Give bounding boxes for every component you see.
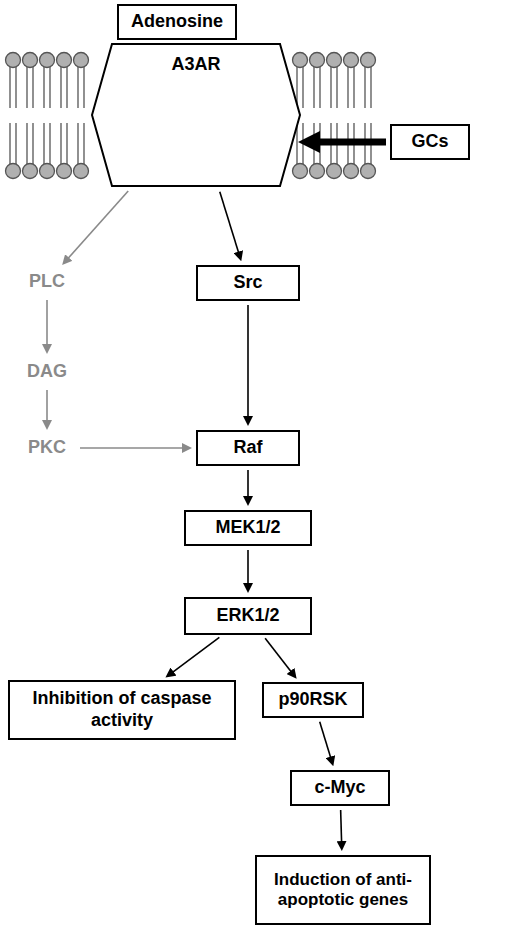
process-box: p90RSK	[262, 682, 364, 718]
lipid	[6, 123, 21, 179]
lipid	[361, 53, 376, 109]
lipid	[23, 123, 38, 179]
lipid	[74, 53, 89, 109]
lipid	[6, 53, 21, 109]
node-label: Src	[233, 272, 262, 294]
drug-box: GCs	[390, 124, 470, 160]
signal-arrow	[320, 722, 331, 759]
signal-arrow	[172, 637, 219, 672]
signal-arrow	[220, 192, 239, 254]
receptor-shape: A3AR	[90, 42, 302, 188]
pathway-text: DAG	[18, 358, 76, 386]
ligand-box: Adenosine	[117, 4, 237, 40]
node-label: PLC	[29, 271, 65, 293]
node-label: Adenosine	[131, 11, 223, 33]
signal-arrow	[80, 447, 184, 449]
node-label: GCs	[411, 131, 448, 153]
pathway-text: PLC	[18, 268, 76, 296]
outcome-box: Inhibition of caspase activity	[8, 680, 236, 740]
node-label: PKC	[28, 437, 66, 459]
lipid	[40, 53, 55, 109]
node-label: Induction of anti-apoptotic genes	[257, 870, 429, 911]
signal-arrow	[340, 810, 343, 843]
process-box: Src	[196, 265, 300, 301]
process-box: ERK1/2	[184, 597, 312, 635]
process-box: c-Myc	[290, 770, 390, 806]
node-label: Raf	[233, 437, 262, 459]
signal-arrow	[46, 390, 48, 422]
lipid	[310, 53, 325, 109]
lipid	[23, 53, 38, 109]
lipid	[74, 123, 89, 179]
signal-arrow	[46, 300, 48, 346]
node-label: DAG	[27, 361, 67, 383]
process-box: Raf	[196, 430, 300, 466]
signal-arrow	[67, 191, 128, 259]
process-box: MEK1/2	[184, 510, 312, 546]
node-label: c-Myc	[314, 777, 365, 799]
lipid	[361, 123, 376, 179]
receptor-outline	[92, 44, 300, 186]
signal-arrow	[247, 470, 249, 498]
lipid	[344, 123, 359, 179]
node-label: A3AR	[171, 54, 220, 76]
lipid	[344, 53, 359, 109]
lipid	[310, 123, 325, 179]
outcome-box: Induction of anti-apoptotic genes	[255, 855, 431, 925]
signal-arrow	[247, 550, 249, 585]
lipid	[57, 53, 72, 109]
lipid	[57, 123, 72, 179]
lipid	[327, 53, 342, 109]
lipid	[40, 123, 55, 179]
signal-arrow	[316, 139, 386, 146]
node-label: p90RSK	[278, 689, 347, 711]
lipid	[327, 123, 342, 179]
pathway-text: PKC	[18, 434, 76, 462]
node-label: Inhibition of caspase activity	[10, 688, 234, 731]
node-label: MEK1/2	[215, 517, 280, 539]
signal-arrow	[247, 305, 249, 418]
node-label: ERK1/2	[216, 605, 279, 627]
signal-arrow	[265, 638, 292, 672]
